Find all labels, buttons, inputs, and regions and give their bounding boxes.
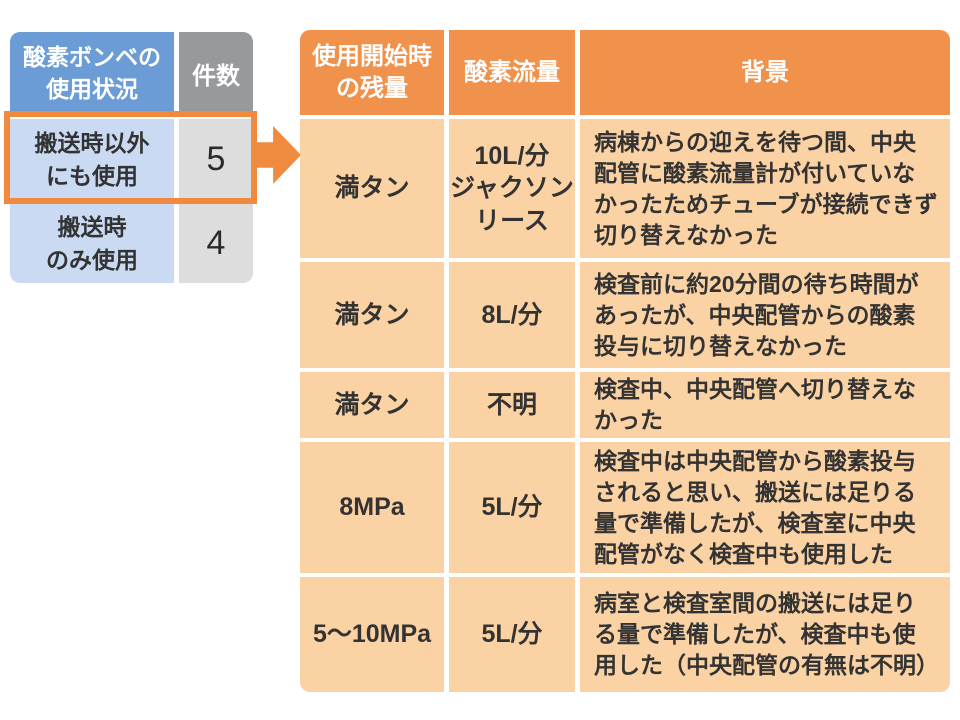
detail-header-background: 背景 [580,30,950,115]
right-arrow-icon [256,126,301,184]
detail-background-cell: 検査中は中央配管から酸素投与されると思い、搬送には足りる量で準備したが、検査室に… [580,442,950,573]
summary-row-usage-transport-only: 搬送時 のみ使用 [10,204,174,283]
detail-remaining-cell: 5～10MPa [300,577,444,692]
detail-remaining-cell: 8MPa [300,442,444,573]
detail-background-cell: 病室と検査室間の搬送には足りる量で準備したが、検査中も使用した（中央配管の有無は… [580,577,950,692]
detail-remaining-cell: 満タン [300,372,444,438]
detail-background-cell: 検査中、中央配管へ切り替えなかった [580,372,950,438]
detail-header-remaining: 使用開始時 の残量 [300,30,444,115]
detail-header-flow: 酸素流量 [449,30,575,115]
summary-count-transport-only: 4 [179,204,253,283]
detail-flow-cell: 不明 [449,372,575,438]
summary-header-usage-status: 酸素ボンベの 使用状況 [10,32,174,115]
detail-flow-cell: 5L/分 [449,442,575,573]
detail-background-cell: 病棟からの迎えを待つ間、中央配管に酸素流量計が付いていなかったためチューブが接続… [580,119,950,258]
detail-background-cell: 検査前に約20分間の待ち時間があったが、中央配管からの酸素投与に切り替えなかった [580,262,950,368]
detail-remaining-cell: 満タン [300,262,444,368]
detail-flow-cell: 8L/分 [449,262,575,368]
summary-row-usage-besides-transport: 搬送時以外 にも使用 [10,119,174,200]
detail-flow-cell: 10L/分 ジャクソン リース [449,119,575,258]
summary-count-besides-transport: 5 [179,119,253,200]
detail-flow-cell: 5L/分 [449,577,575,692]
detail-remaining-cell: 満タン [300,119,444,258]
highlight-frame [4,111,257,204]
summary-header-count: 件数 [179,32,253,115]
oxygen-usage-summary-table: 酸素ボンベの 使用状況 件数 搬送時以外 にも使用 5 搬送時 のみ使用 4 [10,32,253,283]
oxygen-case-detail-table: 使用開始時 の残量 酸素流量 背景 満タン 10L/分 ジャクソン リース 病棟… [300,30,950,692]
